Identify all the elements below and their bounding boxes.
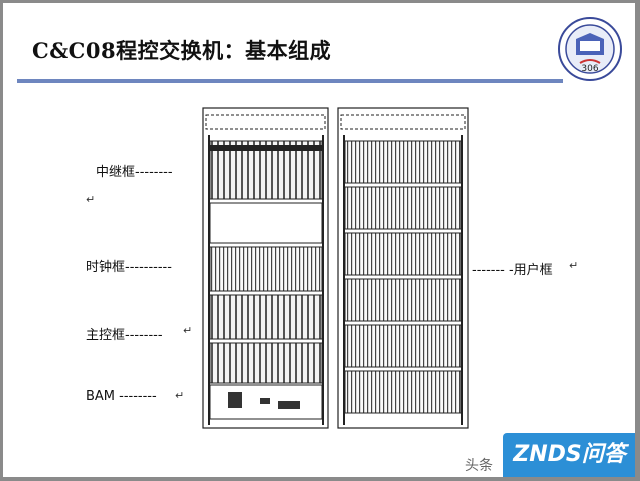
- cabinet-diagram: [202, 107, 469, 429]
- relay-frame-label: 中继框--------: [96, 165, 173, 180]
- paragraph-mark: ↵: [183, 324, 193, 337]
- user-frame-label: ------- -用户框: [472, 263, 553, 278]
- university-logo: 306: [558, 17, 622, 81]
- paragraph-mark: ↵: [86, 193, 96, 206]
- bam-label: BAM --------: [86, 389, 157, 404]
- slide: C&C08程控交换机：基本组成 306 中继框-------- ↵ 时钟框---…: [3, 3, 635, 477]
- slide-title: C&C08程控交换机：基本组成: [32, 38, 332, 63]
- paragraph-mark: ↵: [569, 259, 579, 272]
- left-cabinet: [202, 107, 329, 429]
- title-divider: [17, 79, 563, 83]
- right-cabinet: [337, 107, 469, 429]
- clock-frame-label: 时钟框----------: [86, 260, 172, 275]
- znds-badge: ZNDS问答: [503, 433, 635, 477]
- main-control-frame-label: 主控框--------: [86, 328, 163, 343]
- watermark-text: 头条: [465, 458, 493, 474]
- paragraph-mark: ↵: [175, 389, 185, 402]
- logo-number: 306: [581, 64, 598, 74]
